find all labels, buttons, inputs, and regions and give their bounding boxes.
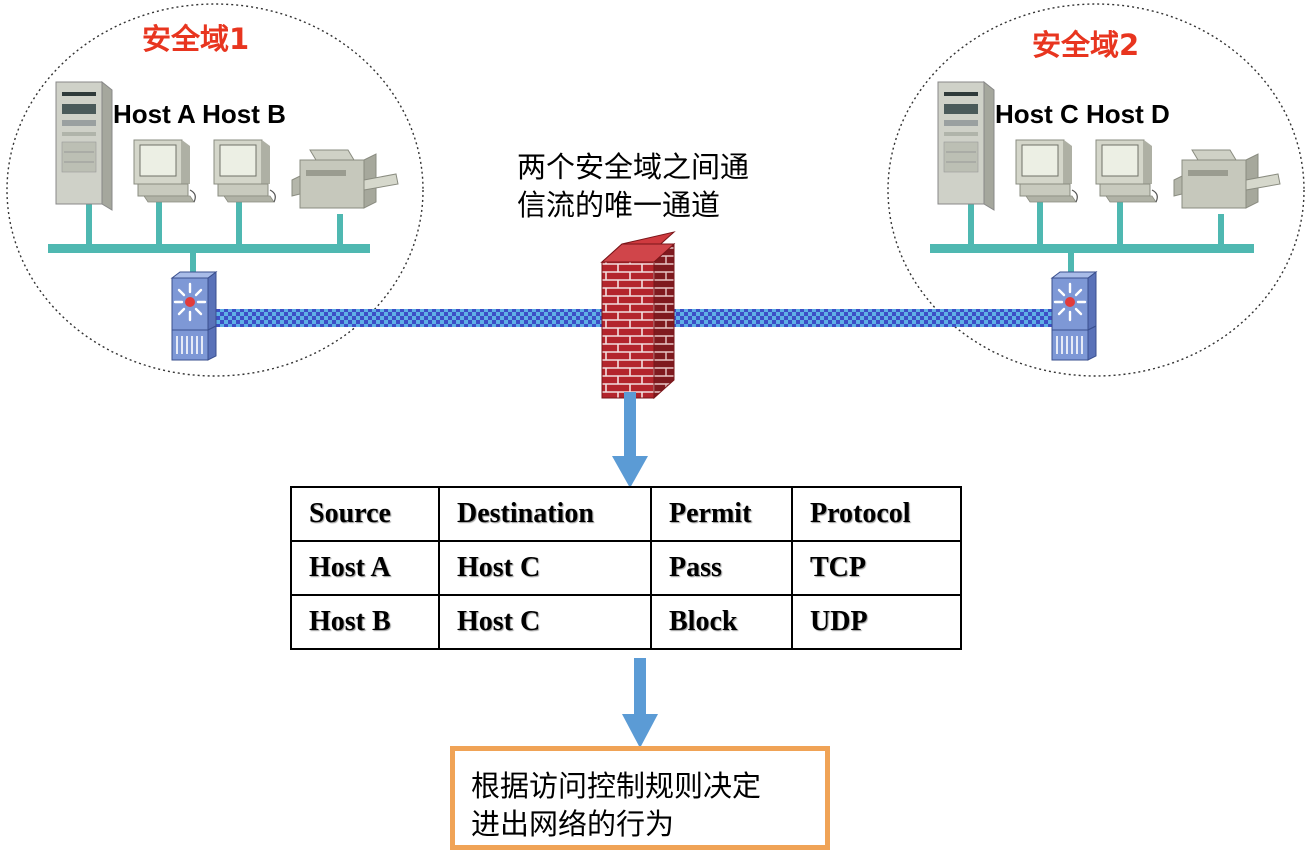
decision-box: 根据访问控制规则决定 进出网络的行为: [450, 746, 830, 850]
arrow-down-icon: [622, 658, 658, 748]
table-row: Host A Host C Pass TCP: [290, 540, 962, 596]
zone2-boundary: [887, 3, 1305, 377]
host-c-workstation-icon: [1015, 139, 1078, 203]
server-icon: [937, 81, 995, 211]
header-permit: Permit: [650, 486, 793, 542]
printer-icon: [1173, 149, 1281, 209]
decision-line: 根据访问控制规则决定: [471, 769, 762, 803]
table-cell: Host B: [290, 594, 440, 650]
zone1-switch-icon: [170, 270, 218, 362]
firewall-icon: [600, 231, 676, 400]
host-b-workstation-icon: [213, 139, 276, 203]
table-row: Host B Host C Block UDP: [290, 594, 962, 650]
zone1-hosts-label: Host A Host B: [113, 99, 286, 129]
table-cell: TCP: [791, 540, 962, 596]
zone2-title: 安全域2: [1032, 28, 1140, 62]
zone1-lan: [48, 200, 370, 275]
access-rule-table: Source Destination Permit Protocol Host …: [290, 486, 962, 650]
firewall-note: 两个安全域之间通 信流的唯一通道: [517, 148, 749, 224]
firewall-note-line: 两个安全域之间通: [517, 150, 750, 184]
table-cell: UDP: [791, 594, 962, 650]
table-header-row: Source Destination Permit Protocol: [290, 486, 962, 542]
zone2-hosts-label: Host C Host D: [995, 99, 1170, 129]
header-destination: Destination: [438, 486, 652, 542]
zone1-title: 安全域1: [142, 22, 250, 56]
zone2-lan: [930, 200, 1254, 275]
zone1-boundary: [6, 3, 424, 377]
host-d-workstation-icon: [1095, 139, 1158, 203]
server-icon: [55, 81, 113, 211]
zone2-switch-icon: [1050, 270, 1098, 362]
table-cell: Pass: [650, 540, 793, 596]
header-protocol: Protocol: [791, 486, 962, 542]
firewall-note-line: 信流的唯一通道: [517, 188, 721, 222]
table-cell: Host C: [438, 594, 652, 650]
arrow-down-icon: [612, 392, 648, 488]
host-a-workstation-icon: [133, 139, 196, 203]
table-cell: Host C: [438, 540, 652, 596]
table-cell: Block: [650, 594, 793, 650]
printer-icon: [291, 149, 399, 209]
decision-line: 进出网络的行为: [471, 807, 675, 841]
header-source: Source: [290, 486, 440, 542]
table-cell: Host A: [290, 540, 440, 596]
